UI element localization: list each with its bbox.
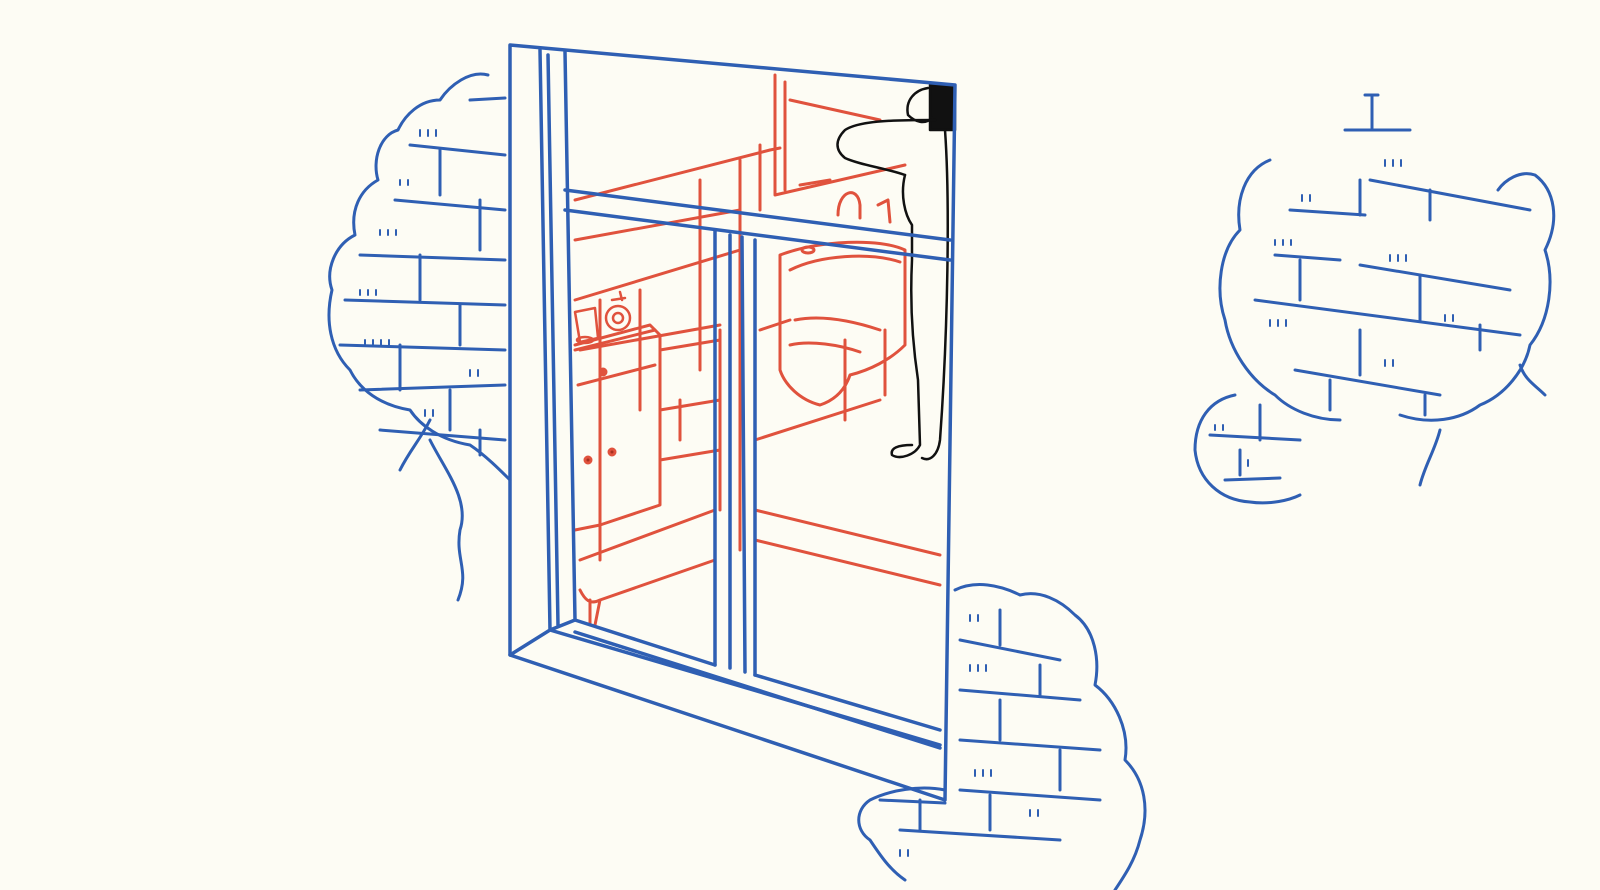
window-reveal <box>508 48 942 747</box>
left-patch-outline <box>327 72 512 482</box>
left-brick-patch <box>327 72 512 602</box>
bathroom-interior <box>573 73 942 627</box>
right-brick-lines <box>1208 178 1532 482</box>
right-top-bracket <box>1343 93 1412 132</box>
right-crack <box>1418 363 1547 487</box>
window-outer-frame <box>508 43 957 802</box>
window-mullion <box>713 228 757 677</box>
faucet <box>836 191 862 220</box>
right-brick-patch <box>1193 93 1556 505</box>
person-torso <box>890 173 922 459</box>
right-patch-outline <box>1218 158 1556 422</box>
person-head-hair <box>928 83 957 132</box>
vanity-items <box>573 290 632 345</box>
bottom-brick-lines <box>878 608 1102 842</box>
bathtub <box>578 508 942 627</box>
right-brick-texture <box>1214 159 1454 467</box>
window-sill <box>573 618 942 750</box>
left-brick-lines <box>338 96 507 457</box>
person-figure <box>836 83 957 461</box>
left-brick-texture <box>359 129 479 417</box>
person-face <box>906 86 934 124</box>
bottom-brick-texture <box>899 614 1039 857</box>
person-back <box>920 128 949 461</box>
wall-mirror <box>773 73 907 197</box>
right-small-outline <box>1193 393 1302 505</box>
back-wall-tiles <box>573 143 782 562</box>
window-frame <box>508 43 957 802</box>
side-wall-tiles <box>658 178 887 512</box>
wall-sink <box>778 191 907 407</box>
left-crack <box>398 418 465 602</box>
vanity-cabinet <box>573 323 662 532</box>
person-arm <box>836 118 937 177</box>
window-transom <box>563 188 952 262</box>
